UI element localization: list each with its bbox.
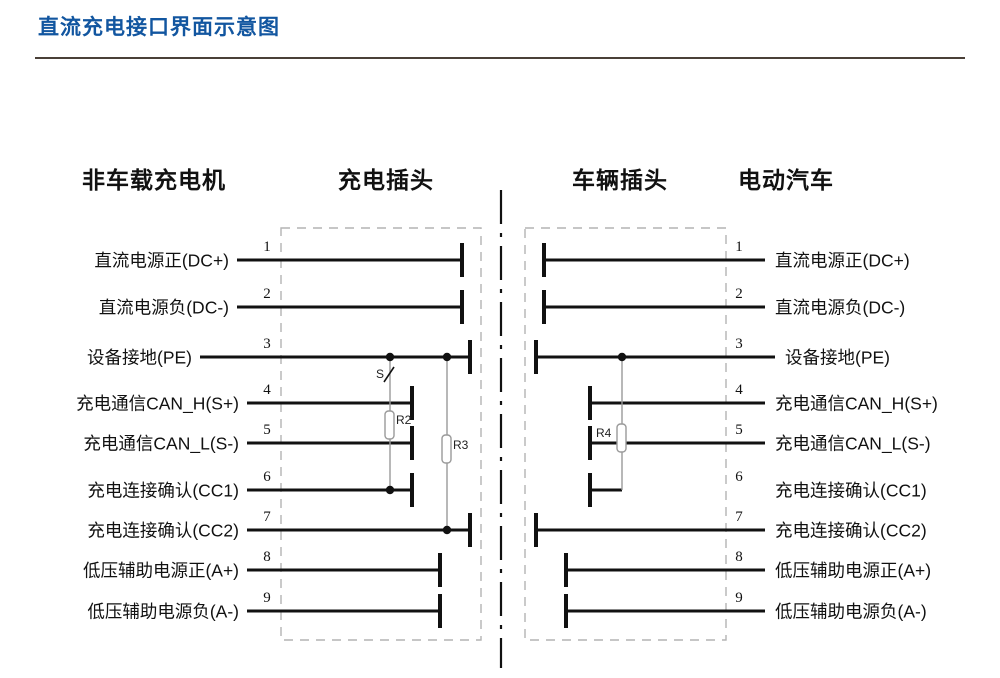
junction-left-pin3-r2 — [385, 352, 395, 362]
pin-number-right-7: 7 — [735, 509, 743, 525]
junction-left-pin3-r3 — [442, 352, 452, 362]
pin-label-left-7: 充电连接确认(CC2) — [87, 520, 239, 541]
pin-label-left-1: 直流电源正(DC+) — [94, 250, 229, 271]
pin-label-left-3: 设备接地(PE) — [87, 347, 192, 368]
pin-label-right-5: 充电通信CAN_L(S-) — [775, 433, 931, 454]
pin-number-left-8: 8 — [263, 549, 271, 565]
title-divider — [35, 57, 965, 59]
pin-label-right-8: 低压辅助电源正(A+) — [775, 560, 932, 581]
pin-label-left-9: 低压辅助电源负(A-) — [87, 601, 239, 622]
pin-label-left-2: 直流电源负(DC-) — [98, 297, 229, 318]
junction-right-pin3-r4 — [617, 352, 627, 362]
pin-number-left-5: 5 — [263, 422, 271, 438]
column-header-charge-plug: 充电插头 — [338, 167, 434, 193]
junction-left-pin6-r2 — [385, 485, 395, 495]
pin-number-right-2: 2 — [735, 286, 743, 302]
pin-number-right-6: 6 — [735, 469, 743, 485]
pin-label-left-5: 充电通信CAN_L(S-) — [83, 433, 239, 454]
column-header-charger: 非车载充电机 — [82, 167, 226, 193]
pin-label-left-6: 充电连接确认(CC1) — [87, 480, 239, 501]
column-header-ev: 电动汽车 — [738, 167, 834, 193]
enclosure-vehicle-plug — [524, 227, 727, 641]
pin-label-left-4: 充电通信CAN_H(S+) — [76, 393, 239, 414]
pin-number-left-2: 2 — [263, 286, 271, 302]
resistor-r4-body — [616, 423, 627, 453]
pin-number-right-1: 1 — [735, 239, 743, 255]
pin-number-left-6: 6 — [263, 469, 271, 485]
pin-number-left-1: 1 — [263, 239, 271, 255]
pin-number-right-5: 5 — [735, 422, 743, 438]
pin-number-right-4: 4 — [735, 382, 743, 398]
pin-number-right-3: 3 — [735, 336, 743, 352]
switch-s-stroke-icon — [383, 366, 395, 383]
pin-label-right-9: 低压辅助电源负(A-) — [775, 601, 927, 622]
pin-label-left-8: 低压辅助电源正(A+) — [82, 560, 239, 581]
component-label-r3: R3 — [453, 438, 469, 452]
pin-number-left-4: 4 — [263, 382, 271, 398]
pin-label-right-4: 充电通信CAN_H(S+) — [775, 393, 938, 414]
pin-label-right-2: 直流电源负(DC-) — [775, 297, 906, 318]
pin-label-right-7: 充电连接确认(CC2) — [775, 520, 927, 541]
column-header-vehicle-plug: 车辆插头 — [572, 167, 668, 193]
pin-number-left-9: 9 — [263, 590, 271, 606]
pin-label-right-1: 直流电源正(DC+) — [775, 250, 910, 271]
pin-number-left-7: 7 — [263, 509, 271, 525]
resistor-r2-body — [384, 410, 395, 440]
resistor-r3-body — [441, 434, 452, 464]
component-label-r2: R2 — [396, 413, 412, 427]
pin-number-right-8: 8 — [735, 549, 743, 565]
enclosure-charge-plug — [280, 227, 482, 641]
pin-number-right-9: 9 — [735, 590, 743, 606]
pin-number-left-3: 3 — [263, 336, 271, 352]
component-label-s: S — [376, 367, 385, 381]
page-title: 直流充电接口界面示意图 — [38, 16, 280, 39]
pin-label-right-3: 设备接地(PE) — [785, 347, 890, 368]
junction-left-pin7-r3 — [442, 525, 452, 535]
component-label-r4: R4 — [596, 426, 612, 440]
pin-label-right-6: 充电连接确认(CC1) — [775, 480, 927, 501]
